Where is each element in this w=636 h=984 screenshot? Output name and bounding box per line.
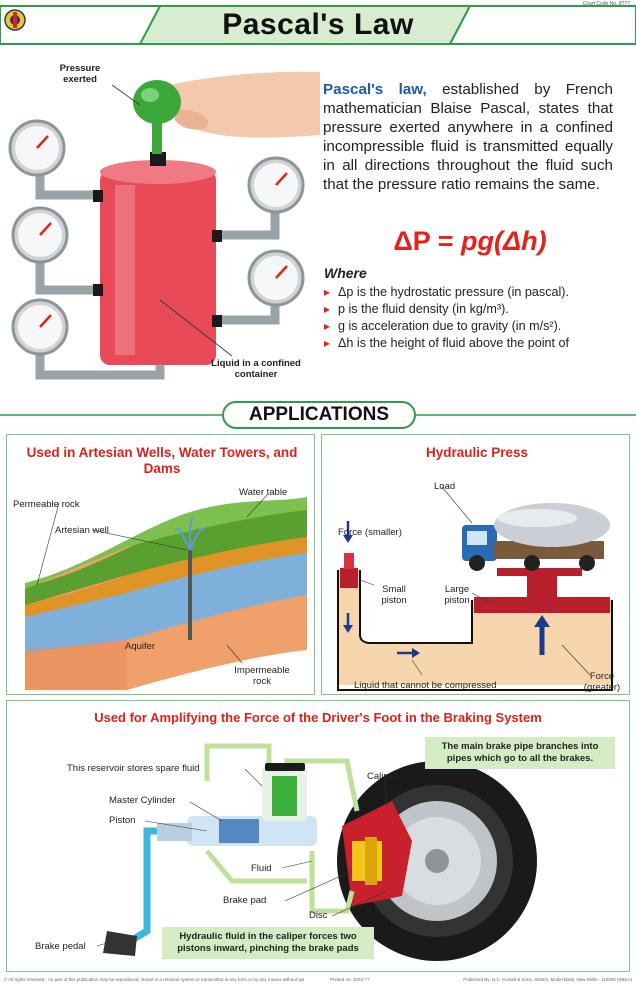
disc-label: Disc	[309, 910, 328, 921]
pressure-exerted-label: Pressure exerted	[59, 63, 101, 85]
pascal-container-diagram	[8, 71, 320, 380]
artesian-well-label: Artesian well	[55, 525, 109, 536]
definition-list: Δp is the hydrostatic pressure (in pasca…	[324, 284, 624, 352]
pascal-formula: ΔP = pg(Δh)	[322, 226, 618, 257]
pressure-gauge-icon	[11, 298, 69, 356]
footer-printed: Printed on: 2023-??	[330, 977, 370, 982]
water-table-label: Water table	[239, 487, 288, 498]
pressure-gauge-icon	[8, 119, 66, 177]
pressure-gauge-icon	[247, 156, 305, 214]
artesian-well-diagram	[25, 494, 307, 690]
definition-item: p is the fluid density (in kg/m³).	[324, 301, 624, 318]
caliper-note: Hydraulic fluid in the caliper forces tw…	[162, 927, 374, 959]
braking-title: Used for Amplifying the Force of the Dri…	[94, 710, 542, 725]
hydraulic-press-diagram	[337, 486, 613, 691]
header-banner	[0, 5, 636, 45]
small-piston-label: Small piston	[381, 584, 407, 606]
master-cylinder-label: Master Cylinder	[109, 795, 176, 806]
applications-heading: APPLICATIONS	[222, 401, 416, 429]
pressure-gauge-icon	[11, 206, 69, 264]
brake-pedal-label: Brake pedal	[35, 941, 86, 952]
definition-item: Δh is the height of fluid above the poin…	[324, 335, 624, 352]
caliper-label: Caliper	[367, 771, 398, 782]
permeable-rock-label: Permeable rock	[13, 499, 80, 510]
load-label: Load	[434, 481, 456, 492]
intro-body: established by French mathematician Blai…	[323, 81, 613, 193]
artesian-title: Used in Artesian Wells, Water Towers, an…	[26, 445, 298, 476]
page-title: Pascal's Law	[222, 8, 414, 41]
press-title: Hydraulic Press	[425, 445, 529, 460]
force-greater-label: Force (greater)	[583, 671, 621, 693]
pressure-gauge-icon	[247, 249, 305, 307]
force-smaller-label: Force (smaller)	[338, 527, 402, 538]
hydraulic-press-panel: Hydraulic Press Load Force (smaller) Sma…	[321, 434, 630, 695]
brake-pipe-note: The main brake pipe branches into pipes …	[425, 737, 615, 769]
impermeable-rock-label: Impermeable rock	[234, 665, 290, 687]
large-piston-label: Large piston	[444, 584, 470, 606]
footer: © All rights reserved - no part of this …	[0, 975, 636, 984]
liquid-label: Liquid that cannot be compressed	[354, 680, 497, 691]
container-label: Liquid in a confined container	[211, 358, 301, 380]
brake-pad-label: Brake pad	[223, 895, 267, 906]
piston-label: Piston	[109, 815, 136, 826]
intro-paragraph: Pascal's law, established by French math…	[323, 80, 613, 194]
intro-lead: Pascal's law,	[323, 81, 427, 98]
definition-item: g is acceleration due to gravity (in m/s…	[324, 318, 624, 335]
footer-publisher: Published By: N.C. Kursell & Sons, 3046/…	[463, 977, 632, 982]
braking-panel: Used for Amplifying the Force of the Dri…	[6, 700, 630, 972]
definition-item: Δp is the hydrostatic pressure (in pasca…	[324, 284, 624, 301]
artesian-panel: Used in Artesian Wells, Water Towers, an…	[6, 434, 315, 695]
where-label: Where	[324, 265, 367, 281]
fluid-label: Fluid	[251, 863, 272, 874]
publisher-logo-icon	[4, 9, 26, 31]
footer-copyright: © All rights reserved - no part of this …	[4, 977, 304, 982]
braking-system-diagram	[96, 743, 537, 961]
aquifer-label: Aquifer	[125, 641, 156, 652]
reservoir-label: This reservoir stores spare fluid	[67, 763, 200, 774]
formula-lhs: ΔP =	[393, 226, 462, 256]
chart-code: Chart Code No. 8???	[582, 1, 630, 7]
formula-rhs: pg(Δh)	[461, 226, 547, 256]
header: Pascal's Law Chart Code No. 8???	[0, 0, 636, 48]
